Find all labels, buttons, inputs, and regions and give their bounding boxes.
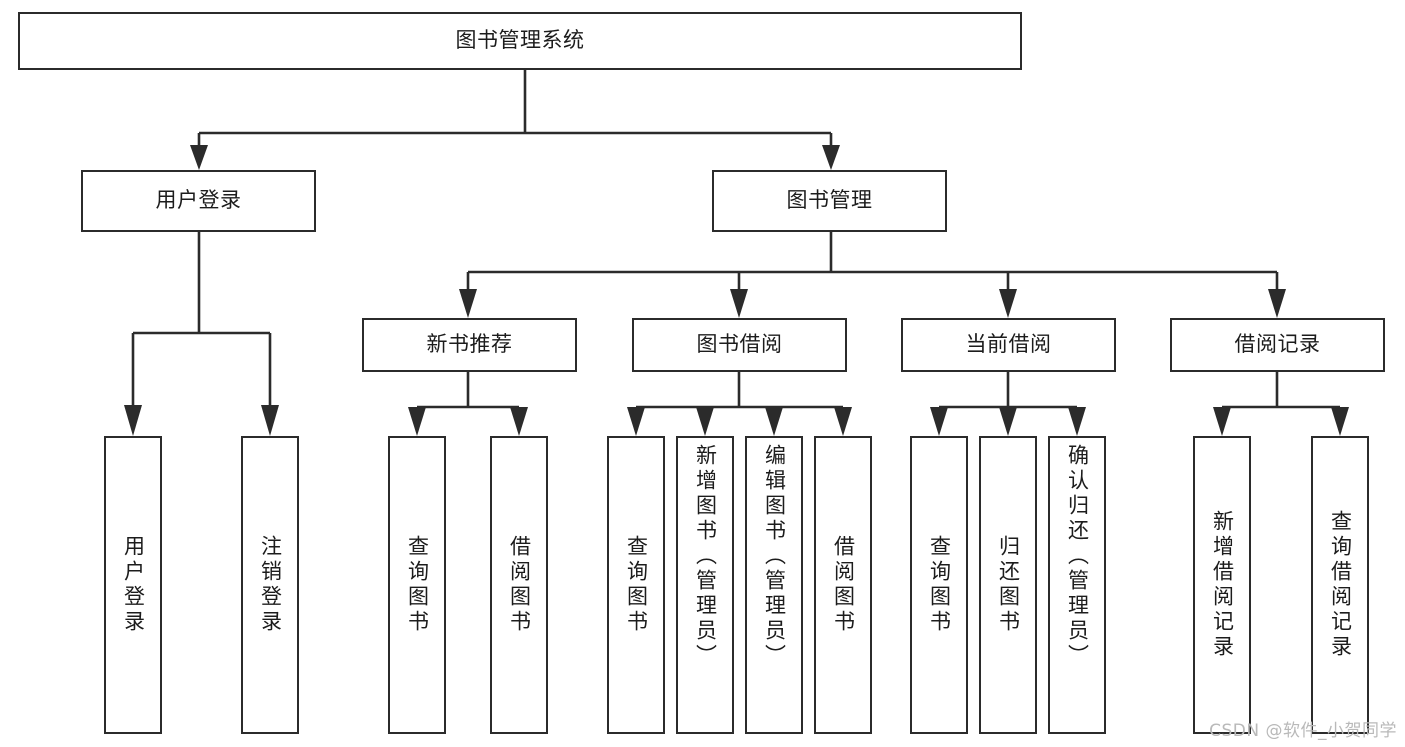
leaf-query-book-current[interactable]: 查询图书 [910,436,968,734]
node-book-borrow[interactable]: 图书借阅 [632,318,847,372]
node-label: 新书推荐 [426,332,513,357]
leaf-label: 确认归还（管理员） [1065,444,1090,669]
node-current-borrow[interactable]: 当前借阅 [901,318,1116,372]
node-user-login[interactable]: 用户登录 [81,170,316,232]
leaf-label: 借阅图书 [831,535,856,635]
leaf-label: 查询图书 [624,535,649,635]
leaf-query-book-recommend[interactable]: 查询图书 [388,436,446,734]
leaf-borrow-book-recommend[interactable]: 借阅图书 [490,436,548,734]
watermark-text: CSDN @软件_小贺同学 [1209,721,1397,741]
leaf-add-borrow-record[interactable]: 新增借阅记录 [1193,436,1251,734]
leaf-label: 新增图书（管理员） [693,444,718,669]
leaf-query-book-borrow[interactable]: 查询图书 [607,436,665,734]
node-label: 当前借阅 [965,332,1052,357]
leaf-label: 归还图书 [996,535,1021,635]
leaf-add-book-admin[interactable]: 新增图书（管理员） [676,436,734,734]
node-new-book-recommend[interactable]: 新书推荐 [362,318,577,372]
leaf-label: 用户登录 [121,535,146,635]
node-book-management[interactable]: 图书管理 [712,170,947,232]
leaf-label: 注销登录 [258,535,283,635]
node-label: 用户登录 [155,188,242,213]
node-label: 图书借阅 [696,332,783,357]
node-root-system[interactable]: 图书管理系统 [18,12,1022,70]
leaf-label: 编辑图书（管理员） [762,444,787,669]
leaf-confirm-return-admin[interactable]: 确认归还（管理员） [1048,436,1106,734]
leaf-user-login[interactable]: 用户登录 [104,436,162,734]
leaf-logout-login[interactable]: 注销登录 [241,436,299,734]
leaf-query-borrow-record[interactable]: 查询借阅记录 [1311,436,1369,734]
node-label: 图书管理系统 [455,28,585,53]
leaf-label: 新增借阅记录 [1210,510,1235,660]
node-label: 借阅记录 [1234,332,1321,357]
leaf-return-book[interactable]: 归还图书 [979,436,1037,734]
leaf-label: 查询借阅记录 [1328,510,1353,660]
leaf-edit-book-admin[interactable]: 编辑图书（管理员） [745,436,803,734]
node-borrow-record[interactable]: 借阅记录 [1170,318,1385,372]
node-label: 图书管理 [786,188,873,213]
leaf-label: 查询图书 [927,535,952,635]
leaf-borrow-book-borrow[interactable]: 借阅图书 [814,436,872,734]
leaf-label: 查询图书 [405,535,430,635]
leaf-label: 借阅图书 [507,535,532,635]
